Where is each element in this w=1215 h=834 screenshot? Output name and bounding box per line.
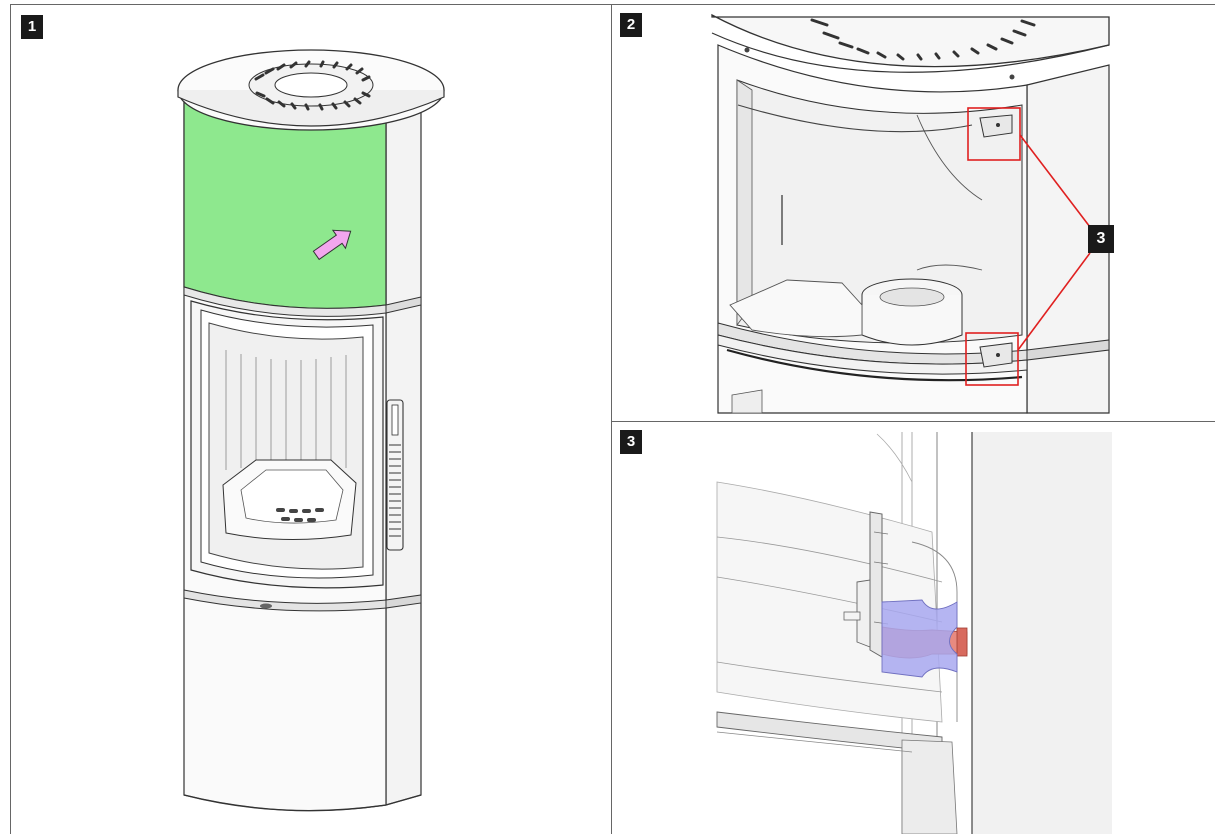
- stove-illustration-full: [177, 49, 445, 812]
- highlight-box-top: [967, 107, 1021, 161]
- panel-3: 3: [612, 422, 1215, 834]
- removal-arrow-icon: [312, 229, 352, 261]
- panel-2: 2: [612, 5, 1215, 420]
- bracket-closeup: [716, 432, 1112, 834]
- stove-detail-open-top: [711, 13, 1110, 414]
- panel-1: 1: [11, 5, 611, 834]
- frame-top: [10, 4, 1215, 5]
- callout-label-3: 3: [1088, 225, 1114, 253]
- frame-left: [10, 4, 11, 834]
- step-badge-3: 3: [620, 430, 642, 454]
- frame-divider-vertical: [611, 4, 612, 834]
- highlight-box-bottom: [965, 332, 1019, 386]
- step-badge-1: 1: [21, 15, 43, 39]
- frame-divider-horizontal: [611, 421, 1215, 422]
- step-badge-2: 2: [620, 13, 642, 37]
